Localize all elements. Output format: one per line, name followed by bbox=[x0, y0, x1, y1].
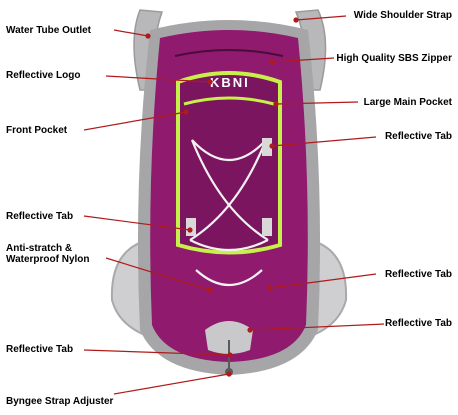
label-reflective-tab-right-top: Reflective Tab bbox=[384, 131, 452, 142]
reflective-tab-shape bbox=[262, 138, 272, 156]
reflective-tab-shape bbox=[262, 218, 272, 236]
label-front-pocket: Front Pocket bbox=[6, 125, 68, 136]
bottom-panel bbox=[205, 321, 253, 354]
label-reflective-tab-left-bottom: Reflective Tab bbox=[6, 344, 74, 355]
label-reflective-tab-right-bottom: Reflective Tab bbox=[384, 318, 452, 329]
label-large-main-pocket: Large Main Pocket bbox=[363, 97, 452, 108]
label-wide-shoulder-strap: Wide Shoulder Strap bbox=[353, 10, 452, 21]
label-byngee-strap-adjuster: Byngee Strap Adjuster bbox=[6, 396, 114, 407]
label-sbs-zipper: High Quality SBS Zipper bbox=[336, 53, 452, 64]
label-reflective-tab-right-mid: Reflective Tab bbox=[384, 269, 452, 280]
pocket-zipper bbox=[183, 96, 275, 106]
label-reflective-logo: Reflective Logo bbox=[6, 70, 81, 81]
brand-logo: KBNI bbox=[210, 75, 250, 90]
label-water-tube-outlet: Water Tube Outlet bbox=[6, 25, 91, 36]
label-anti-stratch-nylon: Anti-stratch & Waterproof Nylon bbox=[6, 243, 90, 265]
front-pocket-panel bbox=[176, 71, 282, 255]
reflective-tab-shape bbox=[186, 218, 196, 236]
top-zipper bbox=[174, 49, 284, 57]
bungee-cord bbox=[189, 139, 269, 287]
label-reflective-tab-left-mid: Reflective Tab bbox=[6, 211, 74, 222]
